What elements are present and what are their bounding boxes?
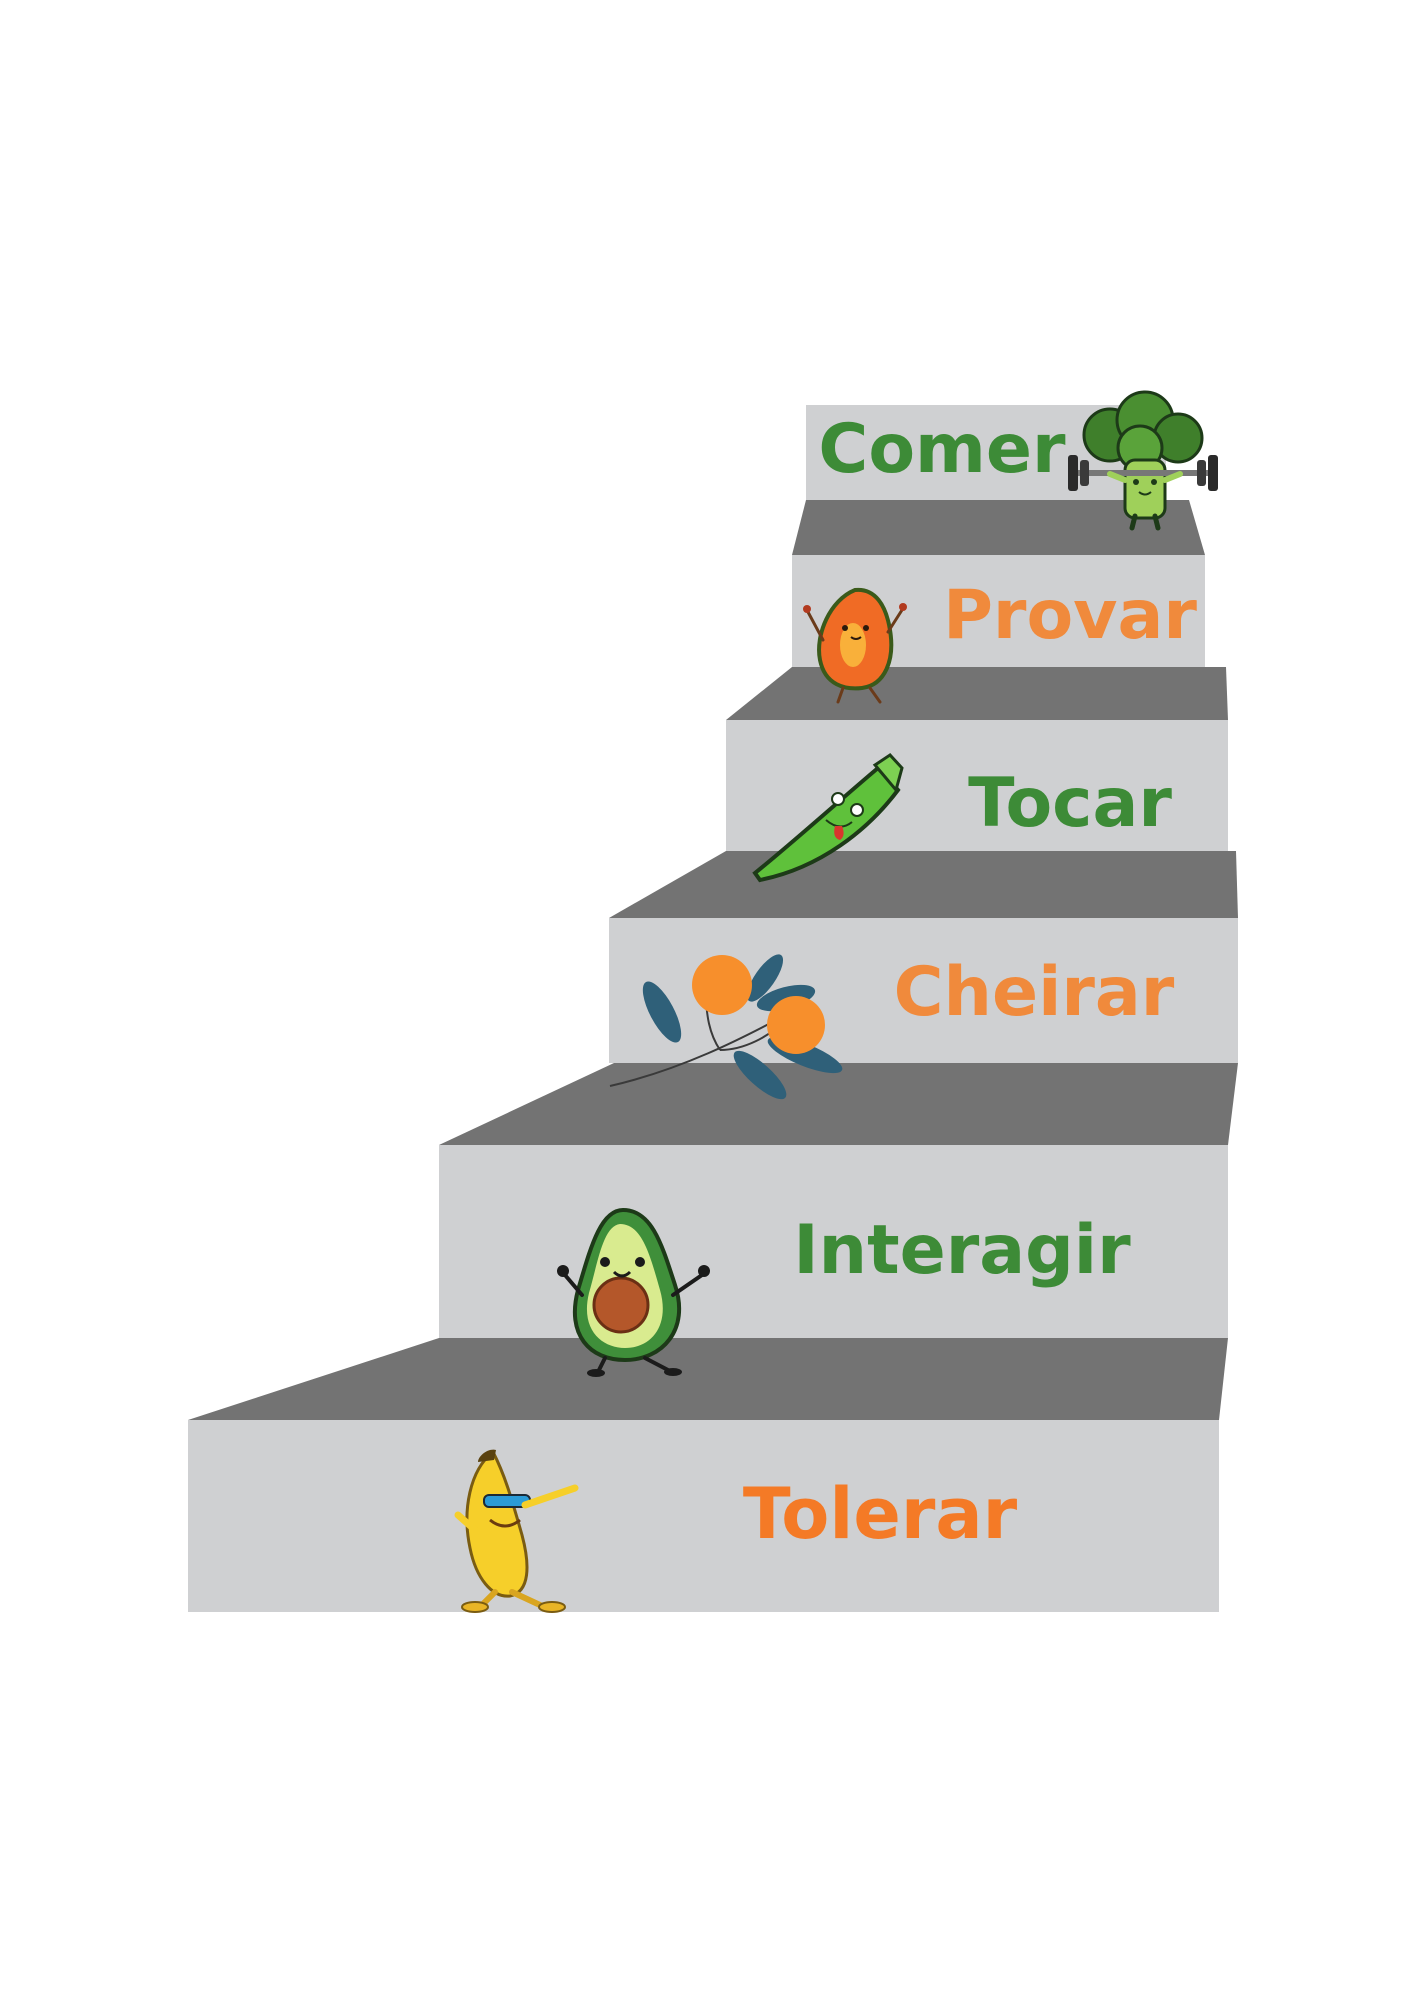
tread-5	[792, 500, 1205, 555]
tread-2	[439, 1063, 1238, 1145]
step-label-tolerar: Tolerar	[743, 1473, 1018, 1555]
tread-1	[188, 1338, 1228, 1420]
step-label-comer: Comer	[818, 410, 1066, 489]
dabbing-banana-icon	[454, 1449, 579, 1613]
step-label-tocar: Tocar	[968, 764, 1172, 843]
avocado-icon	[557, 1207, 710, 1377]
step-label-provar: Provar	[943, 576, 1197, 655]
step-label-cheirar: Cheirar	[894, 953, 1175, 1032]
tread-4	[726, 667, 1228, 720]
papaya-icon	[803, 587, 907, 704]
orange-branch-icon	[609, 954, 843, 1100]
step-label-interagir: Interagir	[793, 1211, 1131, 1290]
broccoli-weightlifter-icon	[1068, 390, 1218, 531]
step-riser-tolerar	[188, 1420, 1219, 1612]
step-riser-interagir	[439, 1145, 1228, 1338]
tread-3	[609, 851, 1238, 918]
okra-icon	[752, 753, 904, 883]
